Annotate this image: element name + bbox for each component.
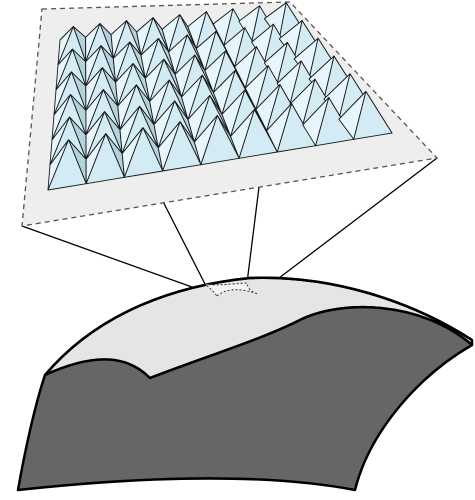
curved-surface <box>18 278 472 490</box>
zoom-inset <box>22 2 437 226</box>
connector-line-left-outer <box>22 226 217 296</box>
